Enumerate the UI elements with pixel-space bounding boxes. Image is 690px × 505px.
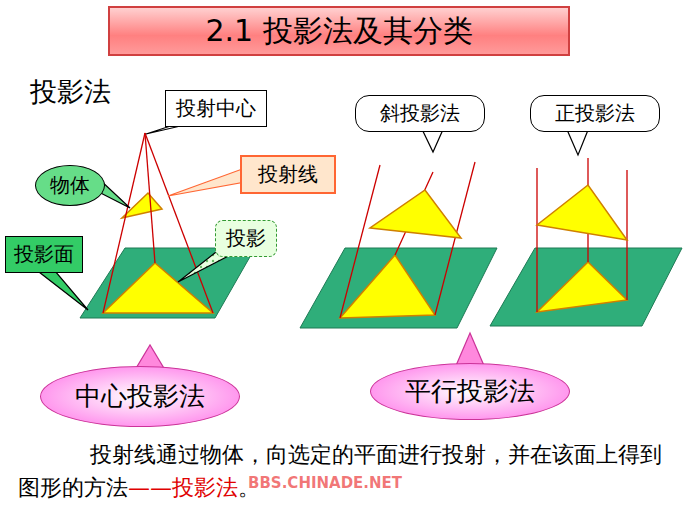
callout-tails [30, 118, 590, 370]
node-label: 投影 [226, 225, 266, 252]
title-banner: 2.1 投影法及其分类 [108, 6, 570, 56]
node-label: 投影面 [14, 241, 74, 268]
parallel-rays [537, 158, 627, 312]
callout-box: 投射线 [240, 155, 336, 194]
watermark: BBS.CHINADE.NET [248, 474, 402, 492]
definition-term: ——投影法 [128, 475, 238, 500]
category-ellipse: 中心投影法 [40, 366, 240, 427]
projection-triangle [537, 262, 627, 312]
projection-rays [103, 133, 213, 313]
node-label: 投射中心 [176, 95, 256, 122]
object-triangle [370, 190, 461, 238]
node-label: 中心投影法 [75, 379, 205, 414]
callout-ellipse: 物体 [35, 165, 105, 206]
section-heading: 投影法 [30, 74, 111, 110]
category-ellipse: 平行投影法 [370, 363, 570, 420]
callout-box: 投影 [215, 220, 277, 257]
definition-paragraph: 投射线通过物体，向选定的平面进行投射，并在该面上得到图形的方法——投影法。 [18, 438, 682, 504]
node-label: 正投影法 [555, 100, 635, 127]
node-label: 投射线 [258, 161, 318, 188]
callout-box: 投影面 [5, 236, 83, 273]
callout-bubble: 正投影法 [530, 95, 660, 132]
projection-plane [80, 248, 255, 318]
node-label: 斜投影法 [380, 100, 460, 127]
node-label: 平行投影法 [405, 374, 535, 409]
projection-plane [490, 248, 682, 326]
parallel-rays [340, 162, 475, 318]
node-label: 物体 [50, 172, 90, 199]
object-triangle [537, 185, 627, 240]
callout-bubble: 斜投影法 [355, 95, 485, 132]
projection-plane [300, 248, 497, 328]
callout-box: 投射中心 [165, 90, 267, 127]
